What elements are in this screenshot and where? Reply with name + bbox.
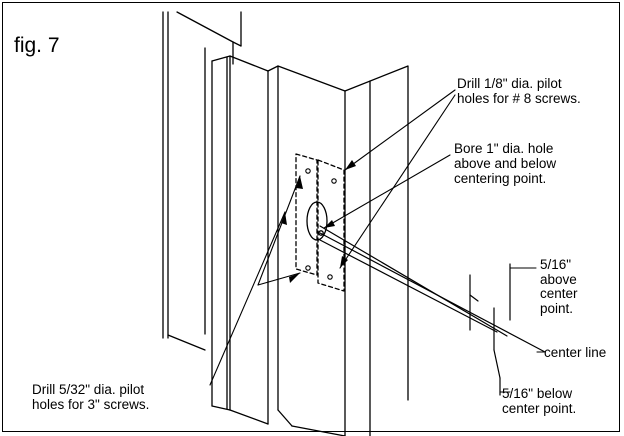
- projection-lines: [319, 225, 546, 396]
- annotation-line: center: [540, 286, 578, 301]
- annotation-line: holes for 3" screws.: [32, 397, 150, 412]
- annotation-line: 5/16": [540, 257, 572, 272]
- annotation-above-center: 5/16" above center point.: [540, 257, 578, 316]
- figure-border: [2, 2, 620, 432]
- strike-jamb-face: [277, 65, 409, 436]
- annotation-pilot-holes-3-screws: Drill 5/32" dia. pilot holes for 3" scre…: [32, 382, 149, 412]
- figure-label: fig. 7: [14, 34, 60, 57]
- annotation-line: Bore 1" dia. hole: [454, 141, 554, 156]
- annotation-line: center point.: [502, 401, 577, 416]
- leader-lines: [209, 89, 545, 393]
- annotation-line: Drill 5/32" dia. pilot: [32, 382, 145, 397]
- annotation-line: above and below: [454, 156, 557, 171]
- bore-hole: [306, 201, 328, 241]
- annotation-line: holes for # 8 screws.: [457, 91, 581, 106]
- annotation-pilot-holes-8-screws: Drill 1/8" dia. pilot holes for # 8 scre…: [457, 76, 581, 106]
- annotation-line: Drill 1/8" dia. pilot: [457, 76, 562, 91]
- annotation-line: 5/16" below: [502, 386, 573, 401]
- leader-arrowheads: [281, 160, 356, 283]
- annotation-line: above: [540, 271, 577, 287]
- left-jamb: [211, 55, 269, 411]
- annotation-below-center: 5/16" below center point.: [502, 386, 576, 416]
- annotation-line: centering point.: [454, 171, 547, 186]
- frame-stop: [229, 65, 346, 425]
- pilot-holes: [305, 168, 337, 280]
- back-door-panel: [162, 11, 242, 351]
- annotation-bore-hole: Bore 1" dia. hole above and below center…: [454, 141, 556, 186]
- annotation-center-line: center line: [544, 345, 607, 360]
- annotation-line: point.: [540, 300, 574, 316]
- strike-plate-outline: [295, 153, 345, 292]
